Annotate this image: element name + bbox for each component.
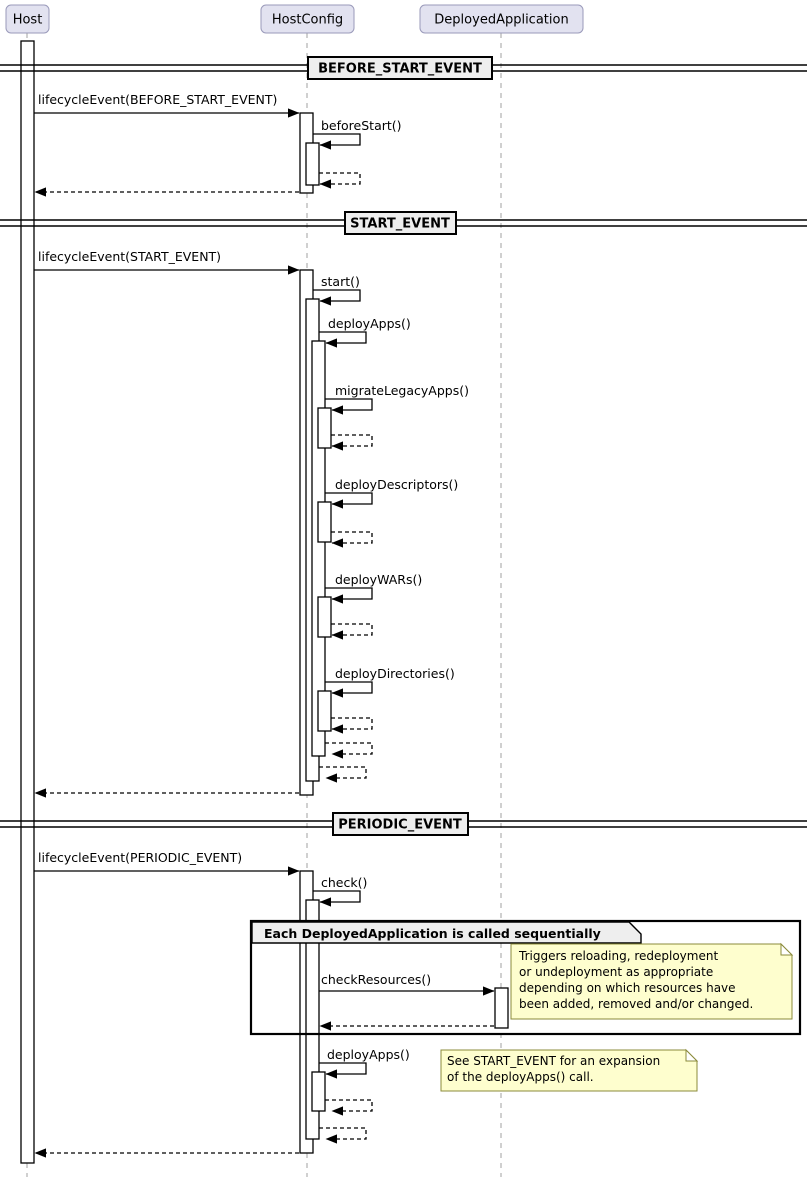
section-start-event: lifecycleEvent(START_EVENT) start() depl…: [34, 249, 469, 798]
activation-hostconfig-deploywars: [317, 596, 332, 638]
participant-label-host: Host: [13, 13, 43, 28]
message-label-deployapps-periodic: deployApps(): [327, 1047, 410, 1062]
message-label-deployapps-start: deployApps(): [328, 316, 411, 331]
note-deploy-apps: See START_EVENT for an expansion of the …: [440, 1048, 699, 1092]
activation-hostconfig-deploydirectories: [317, 690, 332, 732]
activation-hostconfig-migratelegacyapps: [317, 407, 332, 449]
activation-hostconfig-beforestart-inner: [305, 142, 320, 186]
message-label-checkresources: checkResources(): [321, 972, 431, 987]
section-before-start-event: lifecycleEvent(BEFORE_START_EVENT) befor…: [34, 92, 402, 197]
divider-label-periodic-event: PERIODIC_EVENT: [338, 818, 462, 833]
divider-before-start-event: BEFORE_START_EVENT: [0, 56, 807, 80]
participant-host[interactable]: Host: [5, 4, 50, 34]
message-label-migratelegacyapps: migrateLegacyApps(): [335, 383, 469, 398]
group-each-deployedapplication: Each DeployedApplication is called seque…: [249, 919, 802, 1036]
divider-label-start-event: START_EVENT: [350, 217, 450, 232]
lifelines: [26, 33, 502, 1177]
participant-label-hostconfig: HostConfig: [272, 13, 343, 28]
note-line: or undeployment as appropriate: [519, 965, 713, 979]
message-label-beforestart: beforeStart(): [321, 118, 402, 133]
message-label-deploywars: deployWARs(): [335, 572, 422, 587]
message-label-start: start(): [321, 274, 360, 289]
participant-boxes: Host HostConfig DeployedApplication: [5, 4, 584, 34]
activation-bars-host: [20, 40, 35, 1164]
message-label-lifecycleevent-periodic: lifecycleEvent(PERIODIC_EVENT): [38, 850, 242, 865]
activation-hostconfig-deploydescriptors: [317, 501, 332, 543]
note-line: of the deployApps() call.: [447, 1070, 594, 1084]
divider-label-before-start-event: BEFORE_START_EVENT: [318, 62, 482, 77]
note-check-resources: Triggers reloading, redeployment or unde…: [510, 942, 794, 1020]
participant-label-deployedapplication: DeployedApplication: [434, 13, 568, 28]
message-label-check: check(): [321, 875, 367, 890]
section-periodic-event: lifecycleEvent(PERIODIC_EVENT) check() E…: [34, 850, 802, 1158]
message-label-deploydirectories: deployDirectories(): [335, 666, 455, 681]
note-line: depending on which resources have: [519, 981, 736, 995]
participant-deployedapplication[interactable]: DeployedApplication: [419, 4, 584, 34]
message-label-lifecycleevent-before-start: lifecycleEvent(BEFORE_START_EVENT): [38, 92, 277, 107]
activation-host: [20, 40, 35, 1164]
group-label-each-deployedapplication: Each DeployedApplication is called seque…: [264, 926, 601, 941]
activation-hostconfig-deployapps-periodic: [311, 1071, 326, 1112]
divider-periodic-event: PERIODIC_EVENT: [0, 812, 807, 836]
participant-hostconfig[interactable]: HostConfig: [260, 4, 355, 34]
note-line: See START_EVENT for an expansion: [447, 1054, 660, 1068]
note-line: been added, removed and/or changed.: [519, 997, 753, 1011]
activation-deployedapplication-checkresources: [494, 987, 509, 1029]
message-label-lifecycleevent-start: lifecycleEvent(START_EVENT): [38, 249, 221, 264]
note-line: Triggers reloading, redeployment: [518, 949, 718, 963]
divider-start-event: START_EVENT: [0, 211, 807, 235]
message-label-deploydescriptors: deployDescriptors(): [335, 477, 458, 492]
